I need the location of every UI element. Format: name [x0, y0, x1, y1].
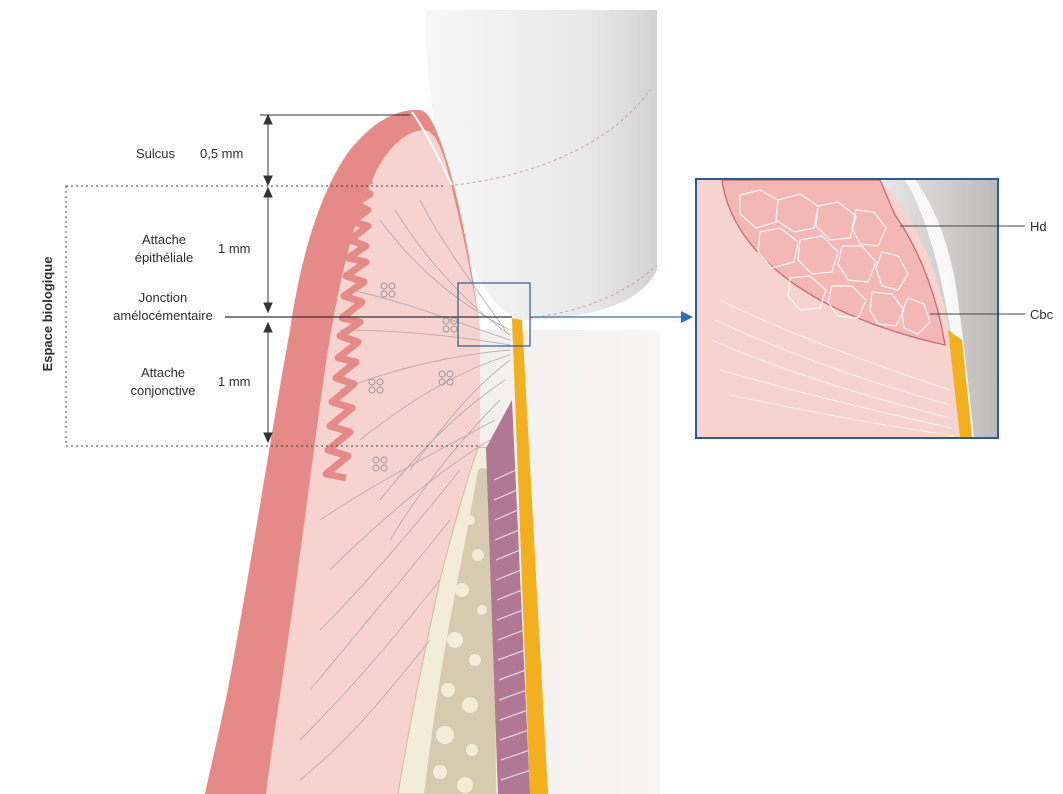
label-sulcus: Sulcus [136, 146, 176, 161]
label-cbc: Cbc [1030, 307, 1054, 322]
label-attache-epi-1: Attache [142, 232, 186, 247]
label-attache-conj-1: Attache [141, 365, 185, 380]
label-attache-conj-2: conjonctive [130, 383, 195, 398]
label-espace-biologique: Espace biologique [40, 257, 55, 372]
label-attache-epi-mm: 1 mm [218, 241, 251, 256]
label-jonction-1: Jonction [139, 290, 187, 305]
label-attache-conj-mm: 1 mm [218, 374, 251, 389]
inset-detail [697, 180, 997, 437]
label-sulcus-mm: 0,5 mm [200, 146, 243, 161]
zoom-arrow-head [681, 311, 693, 323]
label-attache-epi-2: épithéliale [135, 250, 194, 265]
label-hd: Hd [1030, 219, 1047, 234]
label-jonction-2: amélocémentaire [113, 308, 213, 323]
